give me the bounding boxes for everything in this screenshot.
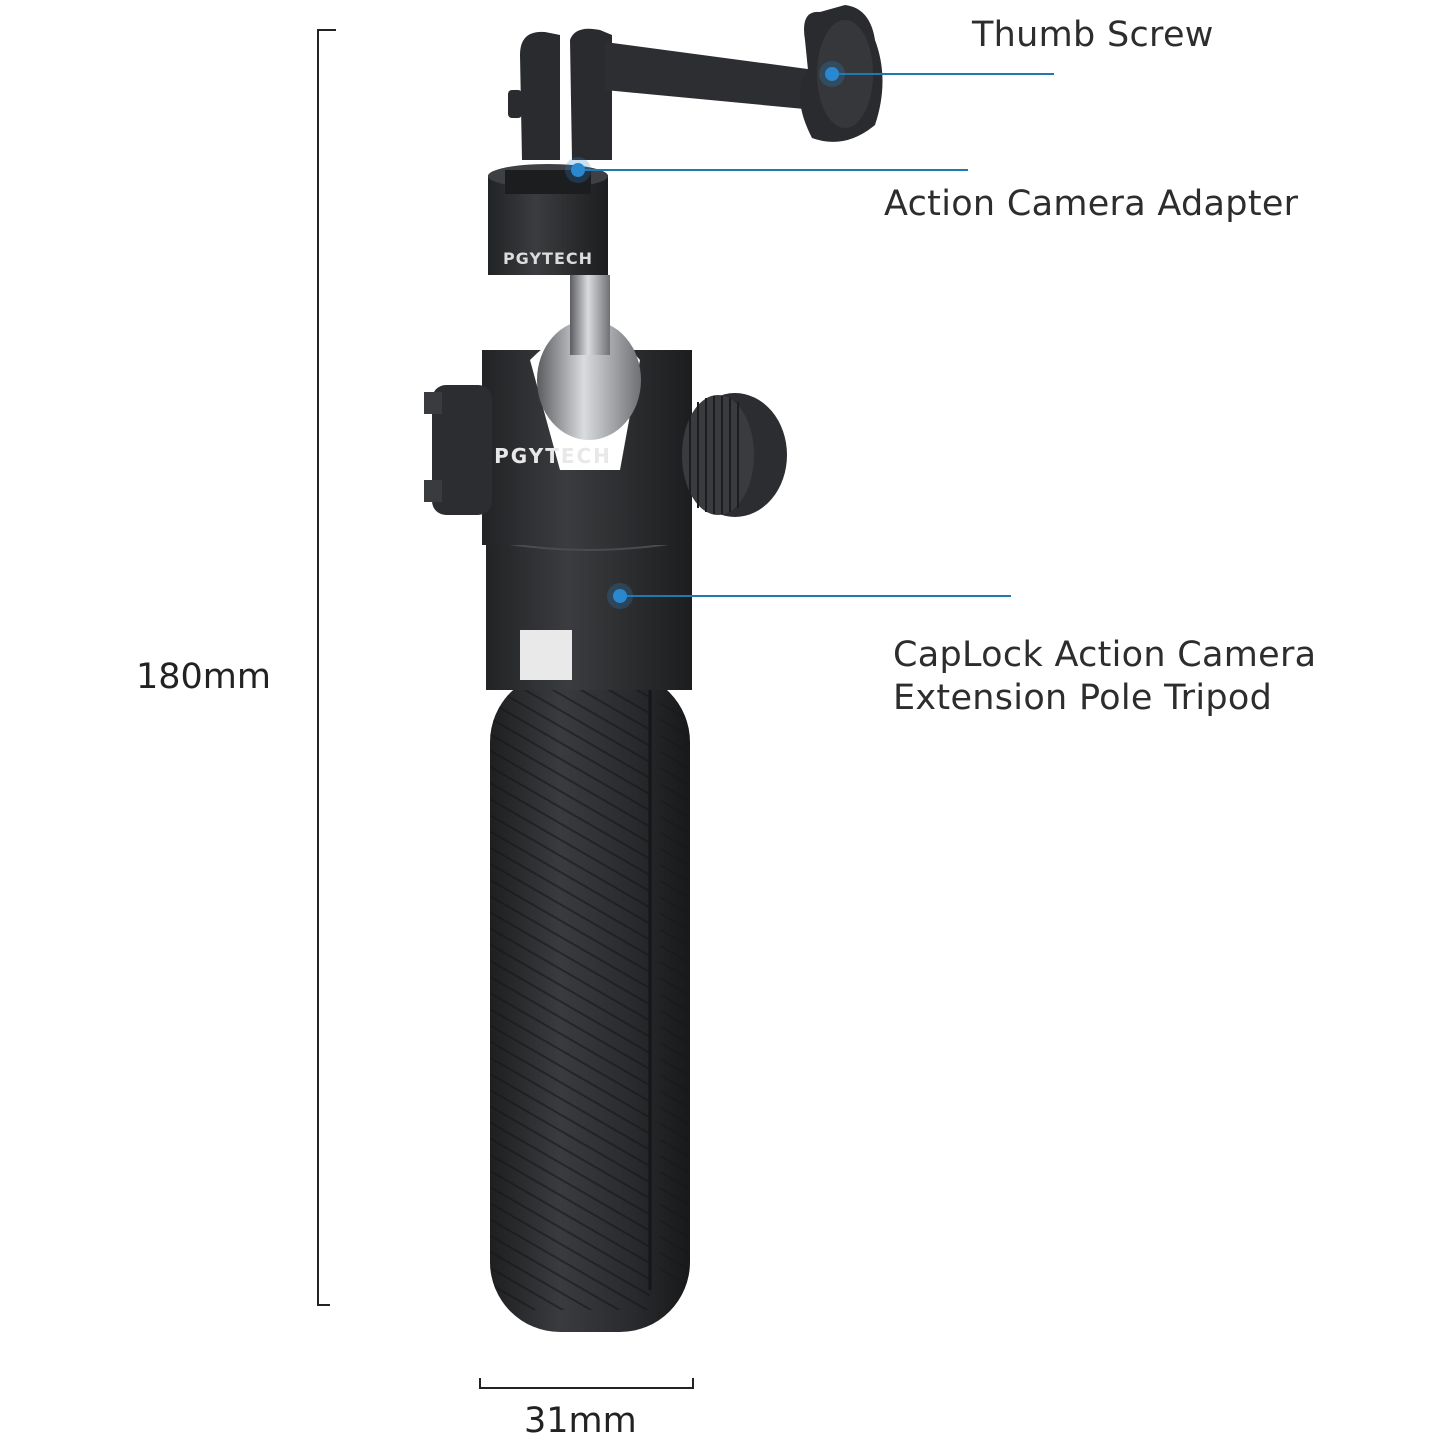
tripod-head: PGYTECH <box>424 320 787 545</box>
height-dimension-label: 180mm <box>136 657 271 697</box>
action-camera-adapter-label: Action Camera Adapter <box>884 184 1299 224</box>
callout-action-camera-adapter <box>565 157 968 183</box>
caplock-tripod-label: CapLock Action Camera Extension Pole Tri… <box>893 634 1316 720</box>
caplock-label-line1: CapLock Action Camera <box>893 635 1317 675</box>
height-dimension-bracket <box>317 29 336 1306</box>
width-dimension-label: 31mm <box>524 1401 637 1441</box>
brand-logo-head: PGYTECH <box>494 444 612 468</box>
caplock-label-line2: Extension Pole Tripod <box>893 678 1273 718</box>
brand-logo-adapter: PGYTECH <box>503 249 593 268</box>
mount-prongs <box>508 28 612 160</box>
thumb-screw-label: Thumb Screw <box>972 15 1214 55</box>
width-dimension-bracket <box>479 1378 694 1389</box>
callout-caplock-tripod <box>607 583 1011 609</box>
ball-stem <box>570 275 610 355</box>
tripod-collar <box>485 539 693 690</box>
callout-thumb-screw <box>819 61 1054 87</box>
tripod-grip <box>490 672 690 1332</box>
action-camera-adapter: PGYTECH <box>488 164 608 275</box>
